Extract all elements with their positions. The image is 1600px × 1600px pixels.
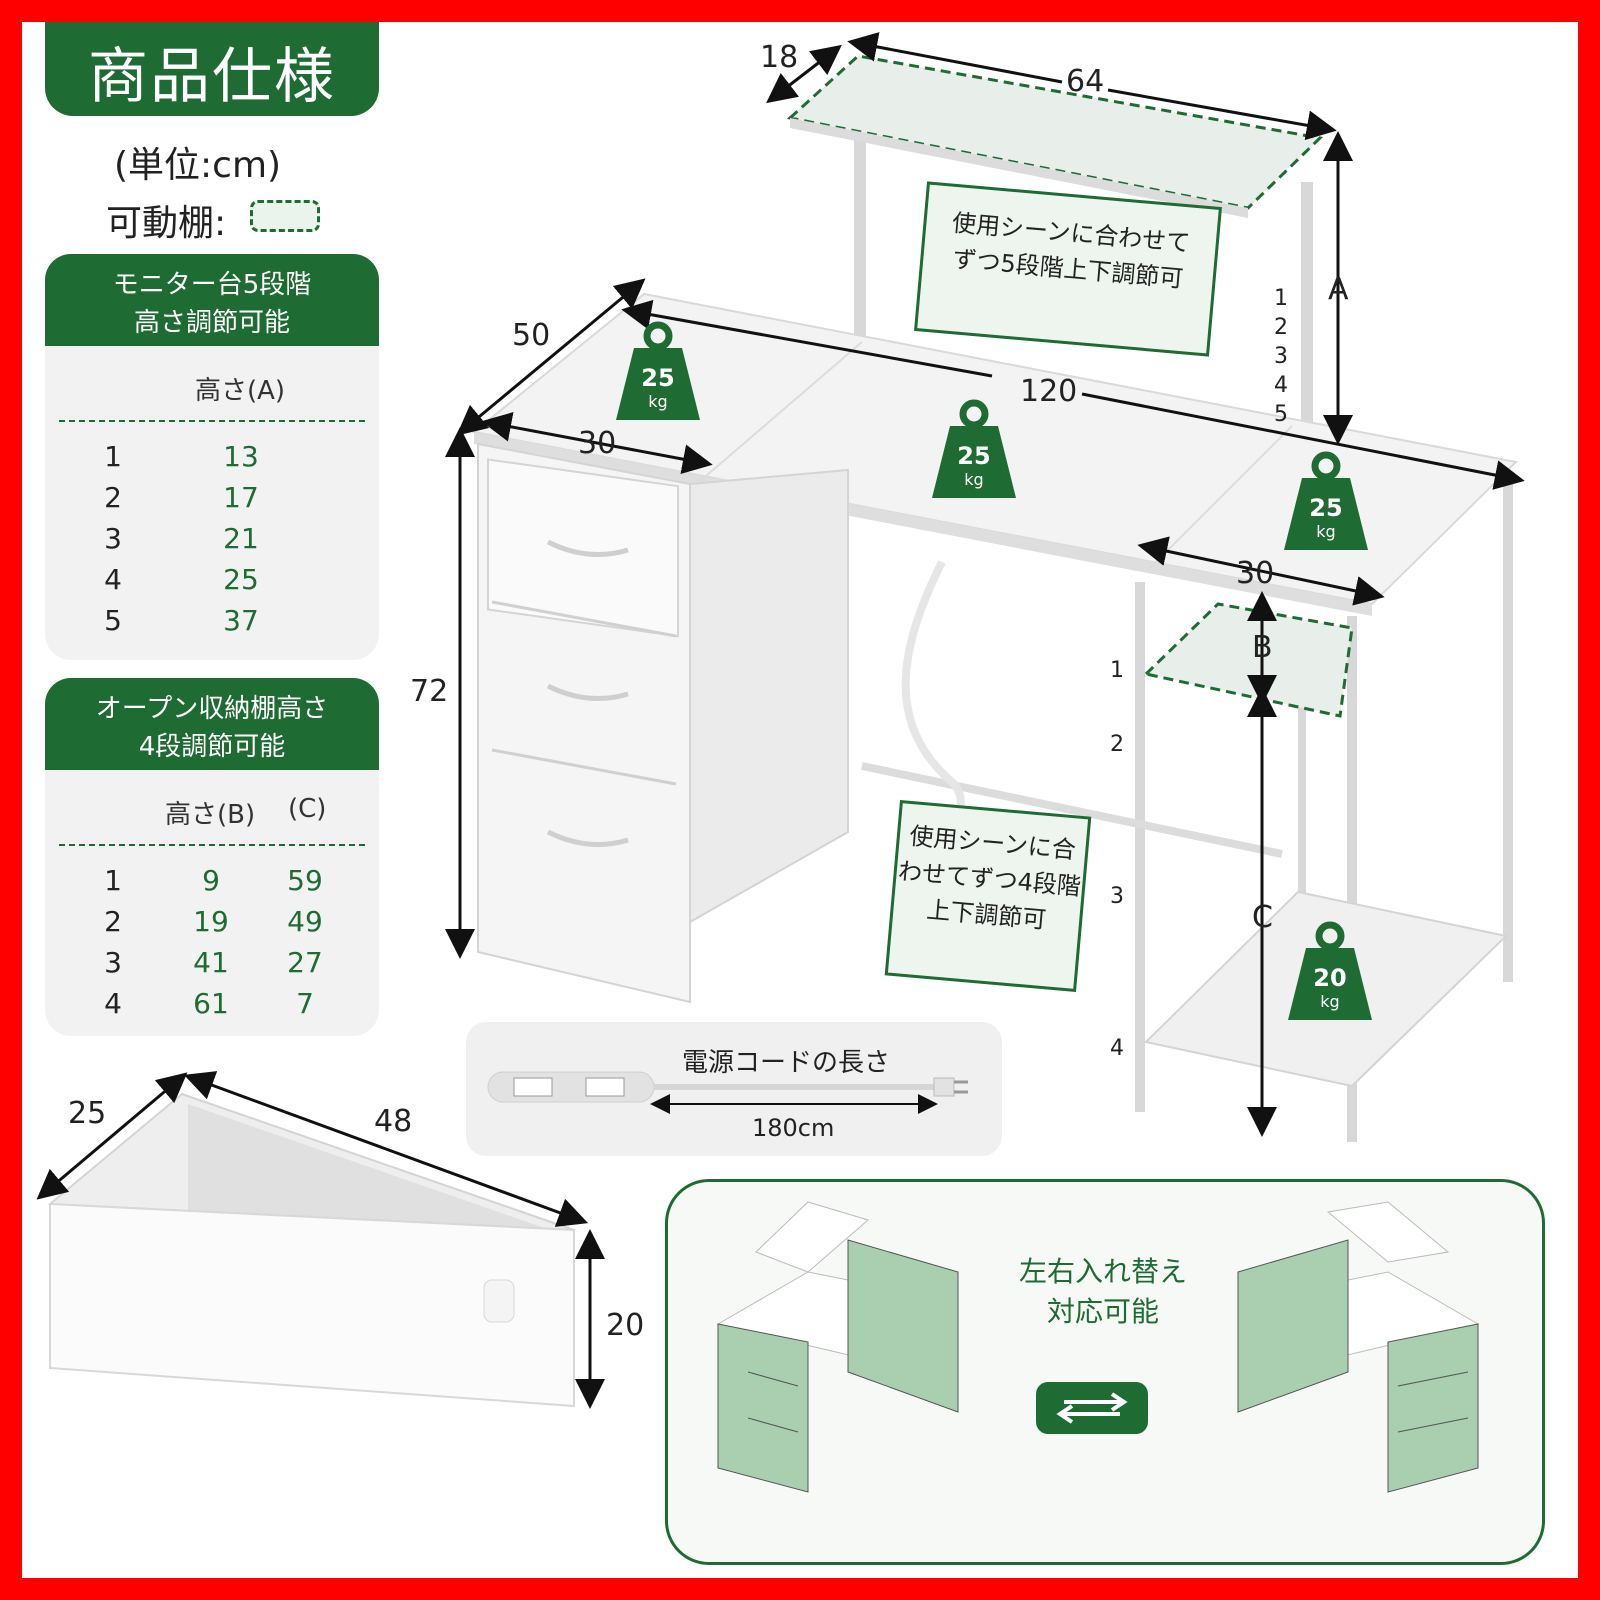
title-banner: 商品仕様 (45, 22, 379, 116)
monitor-row-value: 37 (223, 604, 259, 637)
weight-icon (1288, 921, 1372, 1020)
drawer-unit (477, 442, 849, 1004)
desk-right-config-illustration (1236, 1201, 1480, 1493)
weight-icon (616, 321, 700, 420)
swap-arrows-icon (1036, 1382, 1148, 1434)
drawer-width-label: 48 (374, 1104, 413, 1139)
open-row-c: 7 (296, 987, 314, 1020)
open-row-b: 19 (193, 905, 229, 938)
open-heading-line1: オープン収納棚高さ (95, 694, 329, 724)
weight-icon (932, 399, 1016, 498)
drawer-unit-width-label: 30 (578, 426, 617, 461)
open-row-c: 27 (287, 946, 323, 979)
open-row-index: 1 (104, 864, 122, 897)
weight-value: 25 (957, 442, 991, 470)
monitor-heading-line1: モニター台5段階 (112, 270, 312, 300)
adjustable-shelf-label: 可動棚: (106, 203, 227, 244)
monitor-level-5: 5 (1274, 402, 1288, 427)
weight-badge: 25 kg (928, 398, 1020, 502)
monitor-level-3: 3 (1274, 344, 1288, 369)
weight-badge: 20 kg (1284, 920, 1376, 1024)
weight-unit: kg (1316, 522, 1336, 541)
open-row-c: 49 (287, 905, 323, 938)
weight-unit: kg (648, 392, 668, 411)
open-row-c: 59 (287, 864, 323, 897)
cord-length: 180cm (752, 1114, 835, 1142)
open-panel-heading: オープン収納棚高さ 4段調節可能 (45, 678, 379, 770)
drawer-depth-label: 25 (68, 1096, 107, 1131)
shelf-level-2: 2 (1110, 732, 1124, 757)
monitor-row-index: 5 (104, 604, 122, 637)
shelf-width-label: 64 (1066, 64, 1105, 99)
monitor-row-index: 4 (104, 563, 122, 596)
shelf-adjust-note: 使用シーンに合 わせてずつ4段階 上下調節可 (884, 799, 1092, 993)
monitor-level-1: 1 (1274, 286, 1288, 311)
open-row-b: 41 (193, 946, 229, 979)
dimension-arrows (445, 32, 1525, 1137)
height-b-label: B (1252, 630, 1273, 665)
weight-unit: kg (964, 470, 984, 489)
weight-value: 20 (1313, 964, 1347, 992)
monitor-col-header: 高さ(A) (195, 376, 286, 406)
monitor-heading-line2: 高さ調節可能 (133, 308, 290, 338)
monitor-height-panel: モニター台5段階 高さ調節可能 高さ(A) 1 13 2 17 3 21 4 2… (45, 254, 379, 660)
monitor-row-index: 3 (104, 522, 122, 555)
divider (59, 844, 365, 846)
swap-line1: 左右入れ替え (1018, 1255, 1187, 1288)
height-c-label: C (1252, 900, 1273, 935)
monitor-level-4: 4 (1274, 373, 1288, 398)
open-row-b: 61 (193, 987, 229, 1020)
shelf-depth-label: 18 (760, 40, 799, 75)
monitor-panel-heading: モニター台5段階 高さ調節可能 (45, 254, 379, 346)
shelf-level-4: 4 (1110, 1036, 1124, 1061)
spec-sheet: 商品仕様 (単位:cm) 可動棚: モニター台5段階 高さ調節可能 高さ(A) … (22, 22, 1578, 1578)
monitor-level-2: 2 (1274, 315, 1288, 340)
weight-icon (1284, 451, 1368, 550)
desk-width-label: 120 (1020, 374, 1078, 409)
open-shelf-height-panel: オープン収納棚高さ 4段調節可能 高さ(B) (C) 1 9 59 2 19 4… (45, 678, 379, 1036)
drawer-height-label: 20 (606, 1308, 645, 1343)
swap-line2: 対応可能 (1046, 1295, 1159, 1328)
desk-left-config-illustration (716, 1201, 960, 1493)
monitor-row-value: 17 (223, 481, 259, 514)
open-col-header-b: 高さ(B) (165, 800, 256, 830)
open-row-index: 3 (104, 946, 122, 979)
unit-note: (単位:cm) (114, 145, 282, 186)
power-strip-icon (487, 1071, 968, 1114)
monitor-row-value: 25 (223, 563, 259, 596)
swap-caption: 左右入れ替え 対応可能 (978, 1252, 1228, 1332)
weight-value: 25 (1309, 494, 1343, 522)
weight-badge: 25 kg (612, 320, 704, 424)
side-shelf-width-label: 30 (1236, 556, 1275, 591)
height-a-label: A (1328, 272, 1349, 307)
power-cord-panel: 電源コードの長さ 180cm (466, 1022, 1002, 1156)
adjustable-shelf-swatch (250, 200, 320, 232)
shelf-level-3: 3 (1110, 884, 1124, 909)
monitor-row-index: 1 (104, 440, 122, 473)
cord-title: 電源コードの長さ (682, 1048, 891, 1078)
swap-panel: 左右入れ替え 対応可能 (665, 1179, 1545, 1565)
weight-value: 25 (641, 364, 675, 392)
desk-depth-label: 50 (512, 318, 551, 353)
monitor-adjust-note: 使用シーンに合わせて ずつ5段階上下調節可 (914, 181, 1222, 357)
open-row-index: 2 (104, 905, 122, 938)
desk-height-label: 72 (410, 674, 449, 709)
weight-badge: 25 kg (1280, 450, 1372, 554)
open-row-index: 4 (104, 987, 122, 1020)
open-row-b: 9 (202, 864, 220, 897)
monitor-row-value: 13 (223, 440, 259, 473)
shelf-level-1: 1 (1110, 658, 1124, 683)
page-title: 商品仕様 (88, 42, 336, 112)
divider (59, 420, 365, 422)
open-heading-line2: 4段調節可能 (138, 732, 286, 762)
monitor-row-value: 21 (223, 522, 259, 555)
open-col-header-c: (C) (288, 794, 327, 824)
weight-unit: kg (1320, 992, 1340, 1011)
drawer-dimension-arrows (36, 1071, 605, 1409)
monitor-row-index: 2 (104, 481, 122, 514)
